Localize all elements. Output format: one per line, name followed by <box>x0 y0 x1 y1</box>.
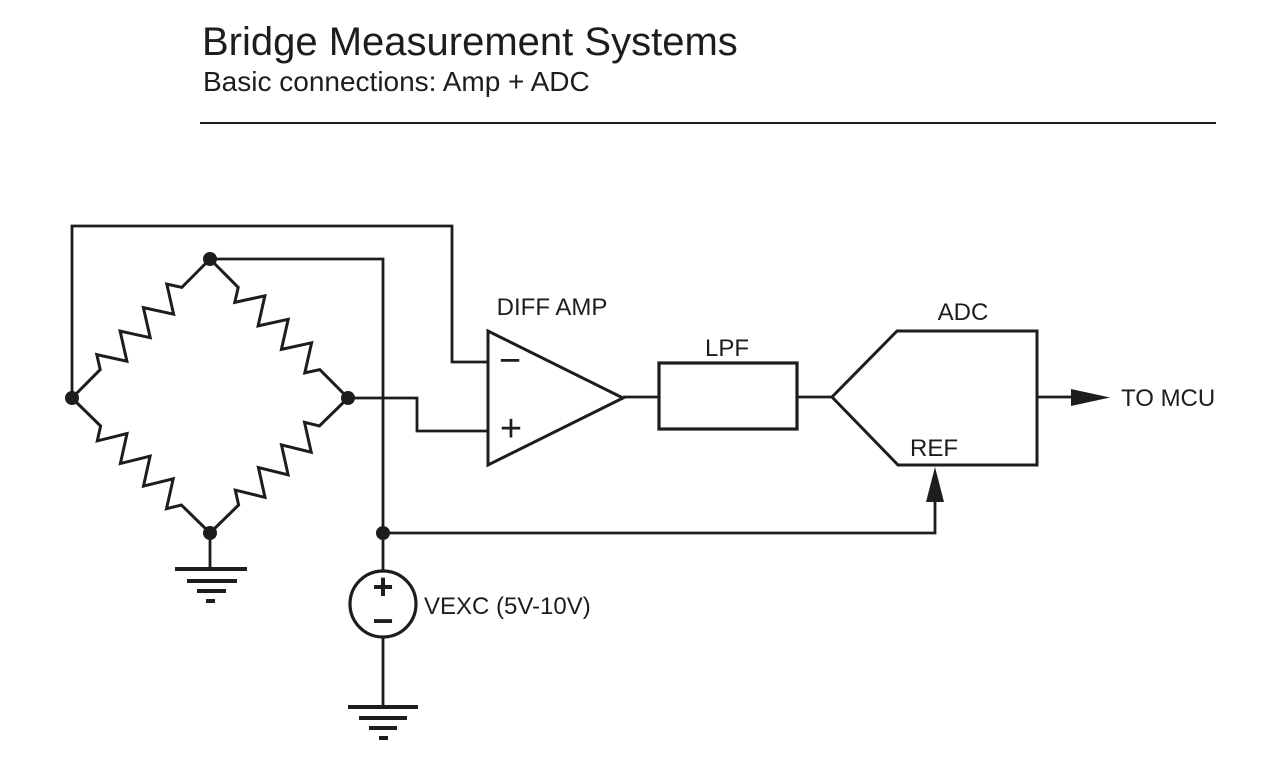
bridge-ground <box>175 567 247 603</box>
wires <box>70 224 1073 707</box>
junction-dot-icon <box>341 391 355 405</box>
page-subtitle: Basic connections: Amp + ADC <box>203 66 590 97</box>
bridge-resistor-top-left-icon <box>70 257 212 400</box>
page-title: Bridge Measurement Systems <box>202 20 738 64</box>
adc-label: ADC <box>938 299 989 326</box>
lpf-label: LPF <box>705 335 749 362</box>
ref-pin-label: REF <box>910 435 958 462</box>
adc-pentagon-icon <box>829 329 1039 467</box>
source-ground <box>348 705 418 740</box>
adc-block: ADC REF <box>829 299 1039 502</box>
diff-amp-label: DIFF AMP <box>497 294 608 321</box>
to-mcu-label: TO MCU <box>1121 385 1215 412</box>
wire-source-to-ref <box>383 500 937 535</box>
wire-bridge-to-inverting-input <box>70 224 488 398</box>
inverting-input-symbol: − <box>499 340 521 382</box>
lpf-block: LPF <box>657 335 799 431</box>
source-plus-symbol: + <box>372 566 393 607</box>
wire-bridge-top-to-source <box>210 257 385 571</box>
noninverting-input-symbol: + <box>500 408 522 450</box>
junction-dot-icon <box>376 526 390 540</box>
lpf-box <box>657 361 799 431</box>
junction-dot-icon <box>65 391 79 405</box>
bridge-resistor-bottom-right-icon <box>208 396 350 535</box>
vexc-source: + − VEXC (5V-10V) <box>348 566 591 641</box>
wire-bridge-to-noninverting-input <box>348 396 488 433</box>
bridge-resistor-bottom-left-icon <box>70 396 212 535</box>
output-arrowhead-icon <box>1071 389 1110 406</box>
mcu-output: TO MCU <box>1071 385 1215 412</box>
ref-arrowhead-icon <box>926 467 944 502</box>
voltage-source-icon <box>348 569 418 639</box>
junction-dot-icon <box>203 252 217 266</box>
source-minus-symbol: − <box>372 600 393 641</box>
vexc-label: VEXC (5V-10V) <box>424 593 591 620</box>
wheatstone-bridge <box>65 252 355 540</box>
junction-dot-icon <box>203 526 217 540</box>
bridge-resistor-top-right-icon <box>208 257 350 400</box>
opamp-triangle-icon <box>486 328 627 468</box>
header-divider <box>200 122 1216 124</box>
diff-amp: − + DIFF AMP <box>486 294 627 468</box>
